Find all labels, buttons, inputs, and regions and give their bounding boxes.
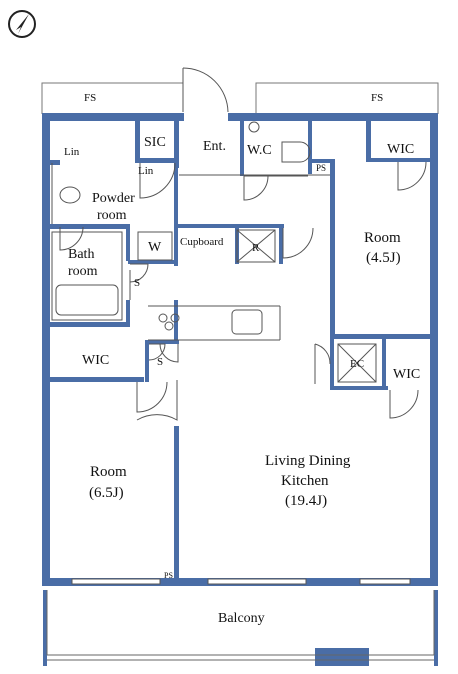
label-storage-lower: S bbox=[157, 356, 163, 368]
stove-burner-icon bbox=[158, 313, 168, 323]
label-entrance: Ent. bbox=[203, 139, 226, 154]
label-wic-left: WIC bbox=[82, 353, 109, 368]
label-wc: W.C bbox=[247, 143, 272, 158]
label-cupboard: Cupboard bbox=[180, 236, 224, 248]
kitchen-sink-icon bbox=[231, 309, 263, 335]
bathtub-basin-icon bbox=[55, 284, 119, 316]
label-balcony: Balcony bbox=[218, 611, 265, 626]
label-ps-bottom: PS bbox=[164, 571, 173, 580]
label-lin-top: Lin bbox=[64, 146, 80, 158]
label-refrigerator: R bbox=[252, 242, 260, 254]
balcony-railing bbox=[46, 590, 435, 661]
washer-box bbox=[137, 231, 173, 261]
label-ldk-1: Living Dining bbox=[265, 453, 351, 469]
compass-north-icon bbox=[8, 10, 36, 38]
basin-icon bbox=[59, 186, 81, 204]
label-ec: EC bbox=[350, 358, 364, 370]
label-ldk-3: (19.4J) bbox=[285, 493, 327, 509]
label-powder-room-2: room bbox=[97, 208, 127, 223]
fs-label-left: FS bbox=[84, 92, 96, 104]
label-room-left-name: Room bbox=[90, 464, 127, 480]
label-ldk-2: Kitchen bbox=[281, 473, 329, 489]
toilet-icon bbox=[281, 141, 311, 163]
label-wic-top-right: WIC bbox=[387, 142, 414, 157]
door-swings bbox=[59, 161, 427, 421]
entrance-door bbox=[182, 67, 229, 113]
label-room-right-name: Room bbox=[364, 230, 401, 246]
label-ps-top: PS bbox=[316, 163, 326, 173]
fs-lines bbox=[41, 82, 439, 114]
fridge-box bbox=[236, 229, 276, 263]
wc-sink-icon bbox=[248, 121, 260, 133]
label-lin-mid: Lin bbox=[138, 165, 154, 177]
ec-box bbox=[337, 343, 377, 383]
label-wic-right: WIC bbox=[393, 367, 420, 382]
label-storage-upper: S bbox=[134, 277, 140, 289]
label-washer: W bbox=[148, 240, 162, 255]
label-room-left-size: (6.5J) bbox=[89, 485, 124, 501]
label-sic: SIC bbox=[144, 135, 166, 150]
label-powder-room-1: Powder bbox=[92, 191, 135, 206]
windows bbox=[71, 578, 411, 585]
label-bath-1: Bath bbox=[68, 247, 94, 262]
label-room-right-size: (4.5J) bbox=[366, 250, 401, 266]
fs-label-right: FS bbox=[371, 92, 383, 104]
thin-partitions bbox=[51, 163, 330, 341]
bathtub-icon bbox=[51, 231, 123, 321]
fixtures bbox=[51, 121, 377, 383]
label-bath-2: room bbox=[68, 264, 98, 279]
